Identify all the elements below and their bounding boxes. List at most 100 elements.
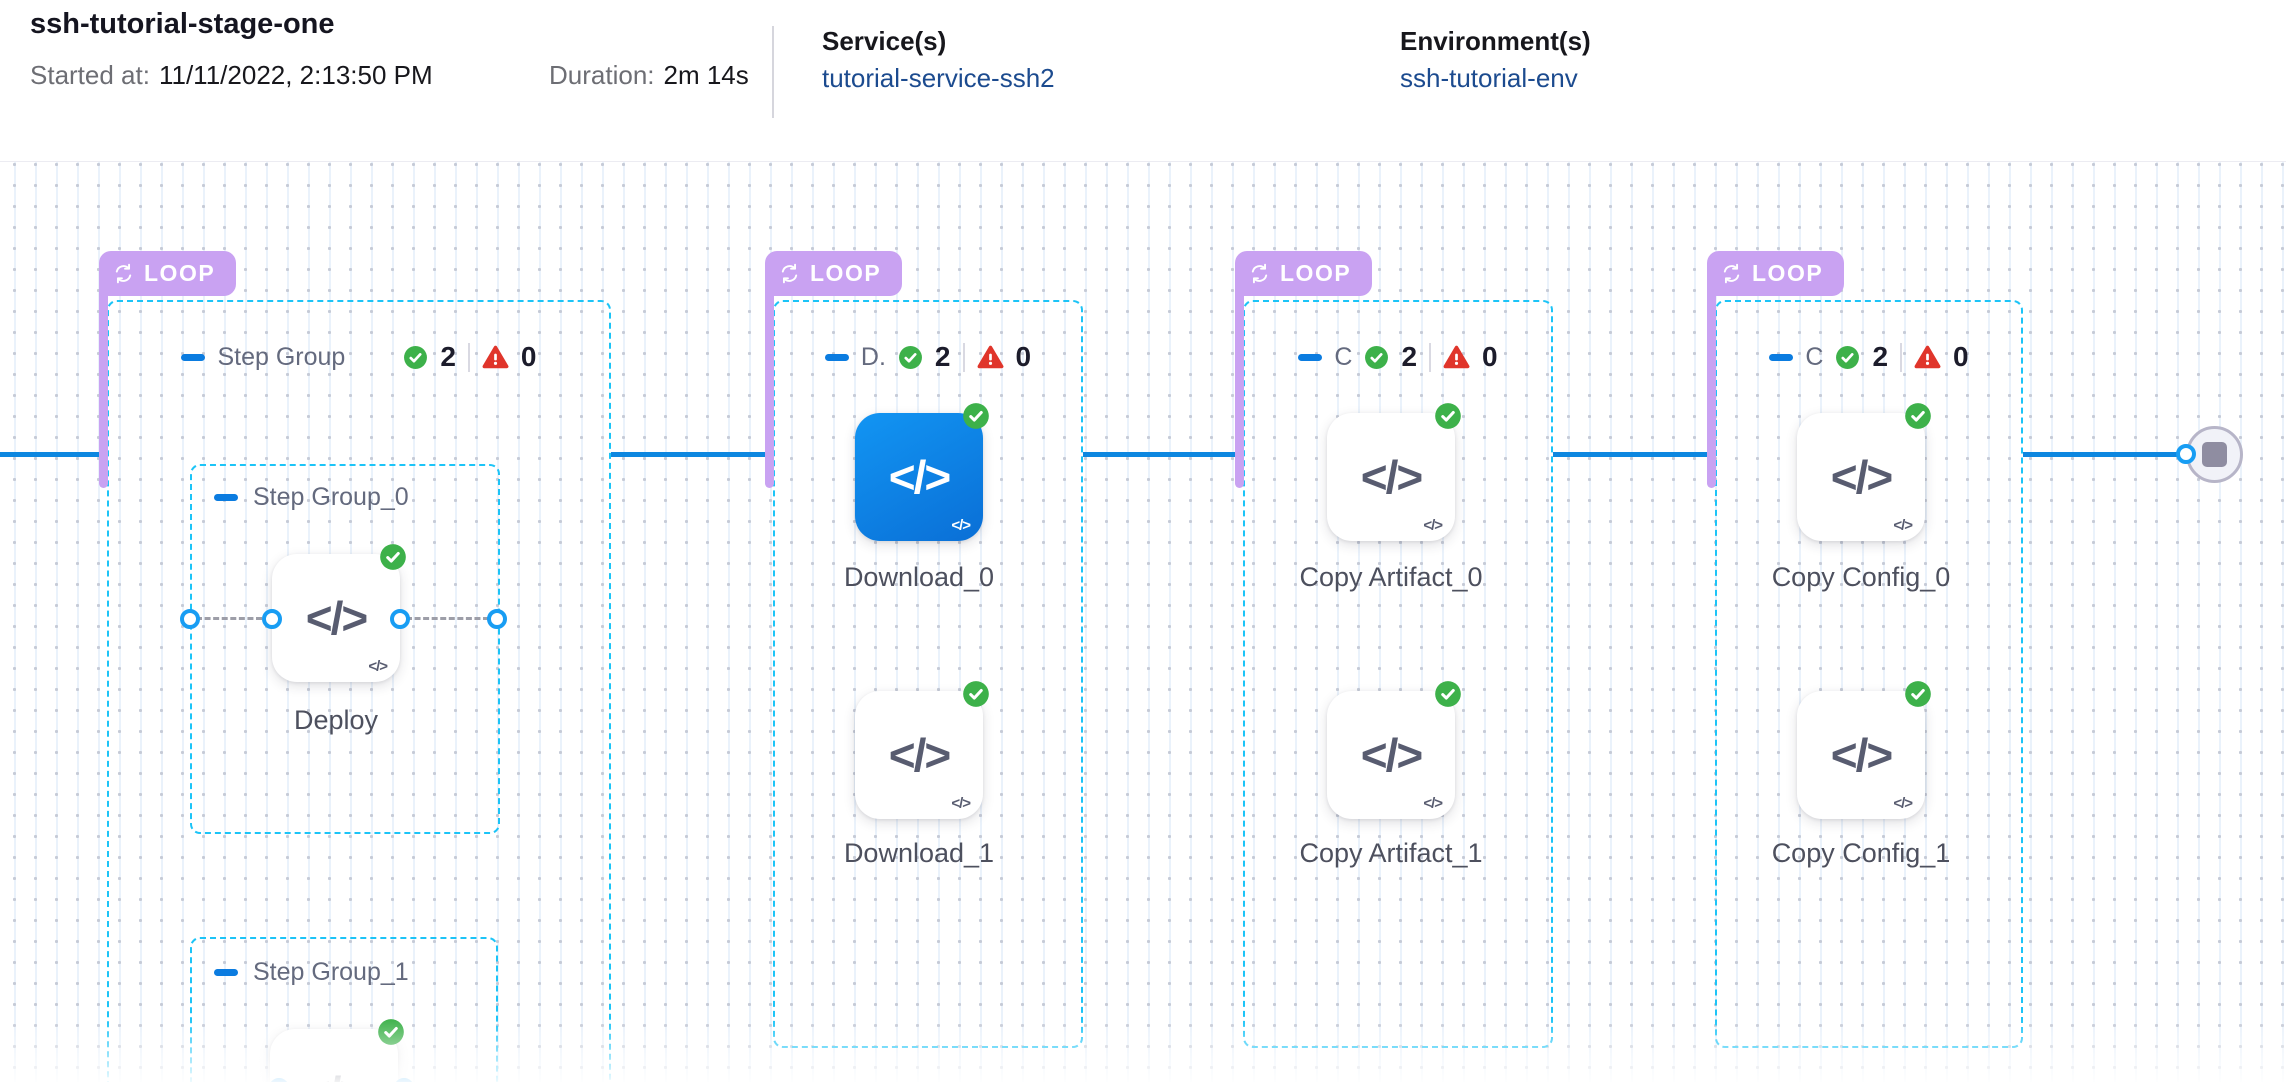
code-icon: </>: [888, 729, 952, 781]
loop-badge: LOOP: [765, 251, 902, 296]
failure-count: 0: [1953, 341, 1969, 372]
group-title: C: [1334, 342, 1353, 371]
step-group-0-header[interactable]: Step Group_0: [214, 483, 409, 512]
loop-strip: [1707, 294, 1716, 488]
shell-script-icon: </>: [1893, 795, 1913, 812]
code-icon: </>: [1830, 729, 1894, 781]
pipeline-connector-line: [2023, 452, 2186, 457]
loop-badge: LOOP: [99, 251, 236, 296]
step-node-copy-artifact-1[interactable]: </> </>: [1327, 681, 1461, 819]
group-title: D.: [860, 342, 886, 371]
loop-badge-label: LOOP: [144, 260, 216, 286]
service-link[interactable]: tutorial-service-ssh2: [822, 63, 1055, 93]
group-header[interactable]: C 2 0: [1243, 341, 1553, 373]
loop-badge: LOOP: [1235, 251, 1372, 296]
failure-icon: [1443, 345, 1470, 368]
success-icon: [1365, 345, 1389, 369]
step-label: Download_1: [843, 838, 995, 868]
environment-link[interactable]: ssh-tutorial-env: [1400, 63, 1578, 93]
loop-icon: [781, 263, 798, 284]
step-node-download-1[interactable]: </> </>: [855, 681, 989, 819]
step-label: Copy Artifact_0: [1299, 562, 1483, 592]
code-icon: </>: [305, 592, 369, 644]
success-badge: [1435, 403, 1461, 429]
step-group-0-box[interactable]: [190, 464, 500, 834]
success-count: 2: [1401, 341, 1418, 372]
success-badge: [1905, 681, 1931, 707]
group-title: C: [1805, 342, 1824, 371]
started-at-row: Started at: 11/11/2022, 2:13:50 PM: [30, 60, 433, 91]
success-count: 2: [934, 341, 951, 372]
step-group-1-header[interactable]: Step Group_1: [214, 958, 409, 987]
services-label: Service(s): [822, 26, 947, 56]
loop-strip: [99, 294, 108, 488]
stage-header: ssh-tutorial-stage-one Started at: 11/11…: [0, 0, 2286, 162]
collapse-icon[interactable]: [214, 969, 238, 976]
group-title: Step Group: [217, 342, 346, 371]
duration-value: 2m 14s: [663, 60, 749, 90]
group-header[interactable]: D. 2 0: [773, 341, 1083, 373]
group-header[interactable]: C 2 0: [1715, 341, 2023, 373]
loop-icon: [115, 263, 132, 284]
code-icon: </>: [888, 451, 952, 503]
failure-count: 0: [520, 341, 537, 372]
step-node-download-0[interactable]: </> </>: [855, 403, 989, 541]
code-icon: </>: [1830, 451, 1894, 503]
failure-icon: [977, 345, 1003, 368]
step-label: Copy Config_1: [1771, 838, 1951, 868]
header-divider: [772, 26, 774, 118]
loop-badge: LOOP: [1707, 251, 1844, 296]
success-badge: [1435, 681, 1461, 707]
collapse-icon[interactable]: [1298, 353, 1323, 361]
code-icon: </>: [1360, 729, 1424, 781]
success-count: 2: [1872, 341, 1889, 372]
loop-badge-label: LOOP: [1752, 260, 1824, 286]
collapse-icon[interactable]: [214, 494, 238, 501]
started-at-label: Started at:: [30, 60, 150, 90]
pipeline-canvas[interactable]: LOOP Step Group 2 0 Step Group_0 </> </>…: [0, 161, 2286, 1082]
group-header[interactable]: Step Group 2 0: [107, 341, 611, 373]
end-node-port[interactable]: [2176, 444, 2196, 464]
success-badge: [1905, 403, 1931, 429]
counts-divider: [1429, 342, 1432, 372]
collapse-icon[interactable]: [181, 353, 206, 361]
port[interactable]: [180, 609, 200, 629]
duration-label: Duration:: [549, 60, 655, 90]
collapse-icon[interactable]: [824, 353, 849, 361]
pipeline-connector-line: [1553, 452, 1709, 457]
step-label: Copy Config_0: [1771, 562, 1951, 592]
code-icon: </>: [1360, 451, 1424, 503]
collapse-icon[interactable]: [1769, 353, 1794, 361]
failure-icon: [1914, 345, 1941, 368]
stop-icon: [2202, 442, 2227, 467]
dashed-connector: [196, 617, 262, 620]
step-node-copy-config-0[interactable]: </> </>: [1797, 403, 1931, 541]
failure-count: 0: [1015, 341, 1032, 372]
port[interactable]: [262, 609, 282, 629]
step-group-1-box[interactable]: [190, 937, 498, 1082]
counts-divider: [962, 342, 965, 372]
loop-badge-label: LOOP: [810, 260, 882, 286]
started-at-value: 11/11/2022, 2:13:50 PM: [158, 60, 433, 90]
dashed-connector: [406, 617, 489, 620]
step-node[interactable]: </>: [270, 1019, 404, 1082]
counts-divider: [1900, 342, 1903, 372]
port[interactable]: [390, 609, 410, 629]
duration-row: Duration: 2m 14s: [549, 60, 749, 91]
shell-script-icon: </>: [368, 658, 388, 675]
success-badge: [963, 403, 989, 429]
counts-divider: [467, 342, 470, 372]
loop-strip: [765, 294, 774, 488]
shell-script-icon: </>: [1893, 517, 1913, 534]
environments-label: Environment(s): [1400, 26, 1591, 56]
shell-script-icon: </>: [1423, 795, 1443, 812]
success-icon: [1836, 345, 1860, 369]
success-badge: [380, 544, 406, 570]
step-group-box[interactable]: [107, 300, 611, 1082]
step-node-copy-config-1[interactable]: </> </>: [1797, 681, 1931, 819]
success-badge: [963, 681, 989, 707]
port[interactable]: [487, 609, 507, 629]
step-node-deploy[interactable]: </> </>: [272, 544, 406, 682]
step-node-copy-artifact-0[interactable]: </> </>: [1327, 403, 1461, 541]
